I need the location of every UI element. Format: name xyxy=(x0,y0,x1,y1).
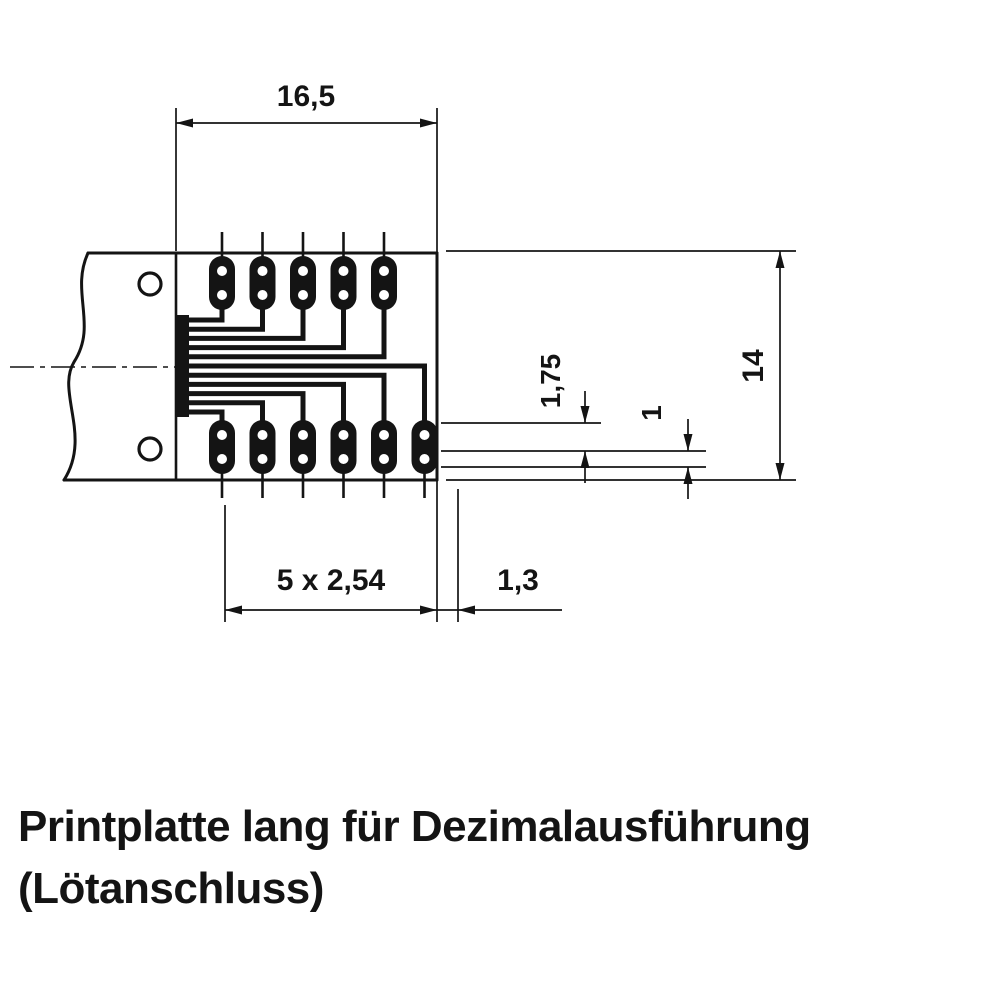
arrowhead-right-icon xyxy=(420,605,437,615)
dimension-pitch-bottom: 5 x 2,54 1,3 xyxy=(224,489,562,622)
pad-hole xyxy=(379,290,389,300)
pad-hole xyxy=(257,430,268,440)
pad xyxy=(209,256,235,310)
pad xyxy=(371,256,397,310)
trace xyxy=(183,381,346,421)
dim-label-edge: 1,3 xyxy=(497,564,539,597)
arrowhead-up-icon xyxy=(683,467,693,484)
dim-label-width: 16,5 xyxy=(277,80,335,113)
pad-hole xyxy=(379,430,389,440)
arrowhead-down-icon xyxy=(580,406,590,423)
solder-pad xyxy=(290,420,316,498)
dimension-width-16-5: 16,5 xyxy=(175,80,438,622)
dim-label-offset: 1,75 xyxy=(535,354,566,409)
dimension-unit-1: 1 xyxy=(441,405,706,499)
dim-label-unit: 1 xyxy=(636,405,667,421)
solder-pad xyxy=(290,232,316,310)
trace xyxy=(183,409,225,421)
solder-pad xyxy=(249,232,276,310)
trace xyxy=(183,307,225,323)
pad-hole xyxy=(257,454,268,464)
pad-hole xyxy=(338,454,349,464)
solder-pad xyxy=(330,420,357,498)
pad xyxy=(249,420,276,474)
pad xyxy=(330,256,357,310)
arrowhead-up-icon xyxy=(775,251,785,268)
trace xyxy=(183,372,387,421)
solder-pad xyxy=(371,420,397,498)
pad-hole xyxy=(217,454,227,464)
solder-pad-row-top xyxy=(209,232,397,310)
dimension-height-14: 14 xyxy=(446,250,796,481)
pad-hole xyxy=(379,454,389,464)
solder-pad xyxy=(209,420,235,498)
pad-hole xyxy=(419,454,430,464)
pad xyxy=(249,256,276,310)
pad-hole xyxy=(217,290,227,300)
caption: Printplatte lang für Dezimalausführung (… xyxy=(18,796,811,921)
pad-hole xyxy=(298,454,308,464)
pad-hole xyxy=(257,290,268,300)
trace xyxy=(183,391,306,421)
pad-hole xyxy=(379,266,389,276)
pad xyxy=(209,420,235,474)
pad-hole xyxy=(298,266,308,276)
solder-pad xyxy=(249,420,276,498)
arrowhead-left-icon xyxy=(176,118,193,128)
trace xyxy=(183,307,265,332)
mounting-hole-top xyxy=(137,271,163,297)
arrowhead-right-icon xyxy=(420,118,437,128)
arrowhead-down-icon xyxy=(683,434,693,451)
pad-hole xyxy=(338,290,349,300)
pad-hole xyxy=(298,430,308,440)
pad xyxy=(371,420,397,474)
trace xyxy=(183,307,387,360)
pad-hole xyxy=(338,430,349,440)
dimension-offset-1-75: 1,75 xyxy=(441,354,706,483)
mounting-hole-bottom xyxy=(137,436,163,462)
arrowhead-left-icon xyxy=(458,605,475,615)
caption-line-2: (Lötanschluss) xyxy=(18,864,324,914)
dim-label-height: 14 xyxy=(737,349,770,383)
pad-hole xyxy=(338,266,349,276)
solder-pad-row-bottom xyxy=(209,420,438,498)
arrowhead-down-icon xyxy=(775,463,785,480)
dim-label-pitch: 5 x 2,54 xyxy=(277,564,386,597)
caption-line-1: Printplatte lang für Dezimalausführung xyxy=(18,802,811,851)
trace xyxy=(183,363,427,421)
pad-hole xyxy=(419,430,430,440)
copper-traces xyxy=(176,307,427,421)
pad xyxy=(290,256,316,310)
solder-pad xyxy=(330,232,357,310)
solder-pad xyxy=(371,232,397,310)
pad-hole xyxy=(257,266,268,276)
arrowhead-left-icon xyxy=(225,605,242,615)
pad xyxy=(411,420,438,474)
solder-pad xyxy=(209,232,235,310)
pad-hole xyxy=(217,266,227,276)
pad-hole xyxy=(217,430,227,440)
pad xyxy=(290,420,316,474)
trace xyxy=(183,307,306,341)
arrowhead-up-icon xyxy=(580,451,590,468)
board-break-line xyxy=(62,251,90,482)
solder-pad xyxy=(411,420,438,498)
pad xyxy=(330,420,357,474)
pad-hole xyxy=(298,290,308,300)
trace xyxy=(183,400,265,421)
trace xyxy=(183,307,346,351)
